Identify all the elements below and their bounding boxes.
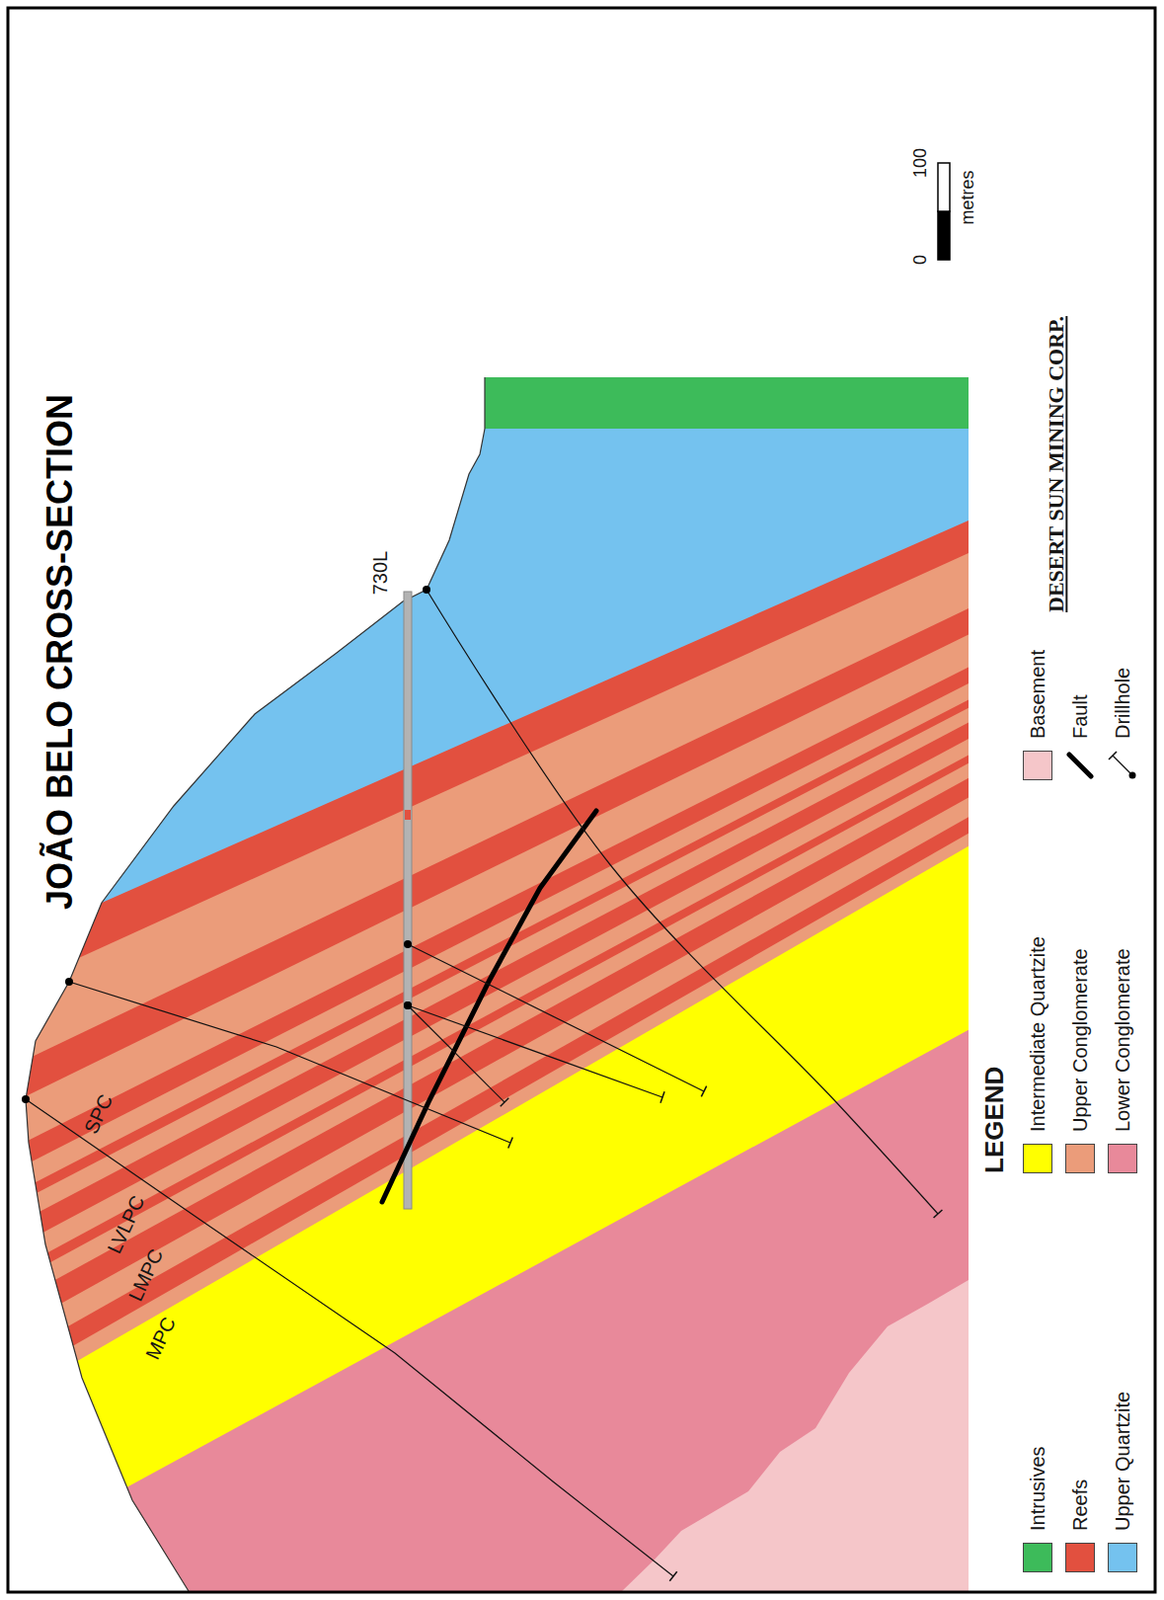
topography	[25, 377, 485, 1591]
basement	[592, 1273, 1087, 1600]
legend-symbol	[1065, 750, 1095, 780]
drillhole-trace	[407, 1005, 505, 1102]
legend-text: Drillhole	[1111, 667, 1135, 739]
legend-swatch	[1107, 1143, 1138, 1173]
drillhole	[403, 1001, 665, 1103]
legend-swatch	[1022, 1143, 1053, 1173]
legend-text: Upper Conglomerate	[1069, 947, 1092, 1132]
drillhole-end	[508, 1136, 514, 1148]
legend-heading: LEGEND	[980, 1066, 1010, 1173]
fault-line	[382, 810, 597, 1202]
drillhole-end	[700, 1086, 706, 1097]
legend-text: Intermediate Quartzite	[1026, 935, 1050, 1132]
level-label: 730L	[369, 550, 392, 596]
drillhole-trace	[25, 1098, 674, 1576]
drillhole-trace	[426, 589, 938, 1214]
legend-swatch	[1065, 1542, 1095, 1572]
legend-swatch	[1065, 1143, 1095, 1173]
legend-text: Basement	[1026, 649, 1050, 739]
legend-item: Reefs	[1065, 1478, 1095, 1572]
drillhole	[422, 585, 942, 1218]
drillhole-collar	[65, 977, 74, 986]
drillhole-collar	[422, 585, 431, 594]
legend-symbol	[1107, 750, 1138, 780]
lower-conglomerate	[0, 965, 1087, 1600]
scale-number: 0	[910, 254, 932, 265]
company-name: DESERT SUN MINING CORP.	[1043, 315, 1069, 613]
drillhole-sample	[1112, 755, 1133, 776]
drillhole-trace	[407, 1005, 663, 1097]
drillhole-collar	[403, 939, 412, 948]
drillhole-trace	[407, 943, 704, 1091]
legend-swatch	[1022, 750, 1053, 780]
drillhole-collar	[403, 1001, 412, 1009]
intrusive	[484, 377, 969, 429]
legend-swatch	[1107, 1542, 1138, 1572]
legend-item: Lower Conglomerate	[1107, 947, 1138, 1173]
intermediate-quartzite	[0, 777, 1087, 1600]
drillhole	[21, 1094, 678, 1581]
title: JOÃO BELO CROSS-SECTION	[39, 393, 80, 910]
legend-text: Intrusives	[1026, 1445, 1050, 1531]
legend-item: Intermediate Quartzite	[1022, 935, 1053, 1173]
drillhole-end	[500, 1097, 509, 1106]
legend-text: Fault	[1069, 695, 1092, 739]
legend-item: Fault	[1065, 695, 1095, 780]
drillhole	[403, 1001, 509, 1106]
scale-bar	[937, 162, 950, 212]
legend-swatch	[1022, 1542, 1053, 1572]
legend-text: Reefs	[1069, 1478, 1092, 1531]
legend-text: Lower Conglomerate	[1111, 947, 1135, 1132]
overlay	[21, 162, 950, 1591]
drillhole	[65, 977, 513, 1149]
legend-item: Upper Quartzite	[1107, 1391, 1138, 1572]
scale-number: 100	[910, 148, 932, 178]
drillhole-collar	[403, 1001, 412, 1009]
level-drive	[403, 591, 412, 1209]
drillhole-sample	[1108, 751, 1117, 760]
drillhole-end	[933, 1209, 943, 1218]
legend-text: Upper Quartzite	[1111, 1391, 1135, 1531]
legend-item: Drillhole	[1107, 667, 1138, 780]
reef-intercept	[404, 809, 411, 820]
drillhole-end	[669, 1570, 677, 1580]
legend-item: Upper Conglomerate	[1065, 947, 1095, 1173]
drillhole	[403, 939, 707, 1096]
scale-unit: metres	[957, 169, 979, 225]
frame	[7, 7, 1156, 1592]
legend-item: Basement	[1022, 649, 1053, 780]
legend-item: Intrusives	[1022, 1445, 1053, 1572]
fault-sample	[1069, 754, 1091, 776]
drillhole-end	[660, 1090, 665, 1102]
drillhole-collar	[21, 1094, 30, 1103]
drillhole-trace	[69, 981, 511, 1143]
scale-bar	[937, 211, 950, 260]
drillhole-sample	[1129, 772, 1137, 779]
